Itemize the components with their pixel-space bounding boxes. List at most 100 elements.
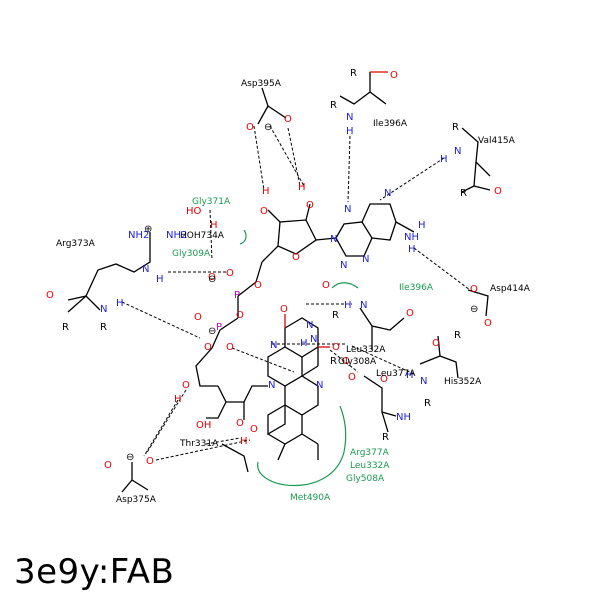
atom-n: N	[268, 380, 275, 391]
residue-met490: Met490A	[290, 493, 331, 503]
residue-arg377: Arg377A	[350, 448, 390, 458]
atom-o: O	[260, 206, 268, 217]
interaction-diagram: O O ⊖ O R R N H R N H O R H O H O O N N …	[46, 68, 531, 505]
atom-h: H	[298, 182, 306, 193]
atom-n: N	[270, 340, 277, 351]
atom-h: H	[406, 370, 414, 381]
atom-o: O	[390, 70, 398, 81]
atom-o: O	[484, 318, 492, 329]
atom-r: R	[330, 356, 337, 367]
residue-skeletons	[67, 71, 491, 493]
atom-n: N	[420, 376, 427, 387]
residue-gly371: Gly371A	[192, 197, 231, 207]
flavin-ring-system	[195, 314, 330, 461]
atom-h: H	[116, 298, 124, 309]
charge-minus-icon: ⊖	[208, 274, 216, 285]
residue-asp375: Asp375A	[116, 495, 157, 505]
atom-p: P	[234, 290, 240, 301]
atom-h: H	[156, 274, 164, 285]
charge-minus-icon: ⊖	[126, 452, 134, 463]
residue-leu377: Leu377A	[376, 369, 416, 379]
charge-minus-icon: ⊖	[470, 304, 478, 315]
atom-h: H	[210, 220, 218, 231]
atom-o: O	[284, 114, 292, 125]
atom-o: O	[332, 342, 340, 353]
residue-asp395: Asp395A	[241, 79, 282, 89]
atom-o: O	[254, 280, 262, 291]
atom-r: R	[424, 398, 431, 409]
atom-h: H	[262, 186, 270, 197]
atom-o: O	[204, 342, 212, 353]
atom-r: R	[454, 330, 461, 341]
atom-n: N	[360, 300, 367, 311]
residue-arg373: Arg373A	[56, 239, 96, 249]
atom-n: N	[340, 260, 347, 271]
atom-o: O	[348, 372, 356, 383]
atom-h: H	[346, 126, 354, 137]
atom-r: R	[330, 100, 337, 111]
atom-n: NH	[404, 232, 419, 243]
residue-hoh734: HOH734A	[180, 231, 225, 241]
atom-o: O	[432, 338, 440, 349]
atom-r: R	[100, 322, 107, 333]
atom-n: NH	[396, 412, 411, 423]
atom-n: N	[346, 112, 353, 123]
charge-minus-icon: ⊖	[208, 326, 216, 337]
residue-gly508: Gly508A	[346, 474, 385, 484]
residue-labels: Asp395A Ile396A Val415A HOH734A Arg373A …	[56, 79, 531, 505]
atom-oh: OH	[196, 420, 211, 431]
structure-title: 3e9y:FAB	[14, 552, 175, 592]
atom-o: O	[104, 460, 112, 471]
phosphate-groups	[211, 261, 263, 349]
atom-labels: O O ⊖ O R R N H R N H O R H O H O O N N …	[46, 68, 502, 471]
residue-gly309: Gly309A	[172, 249, 211, 259]
atom-o: O	[380, 374, 388, 385]
residue-his352: His352A	[444, 377, 482, 387]
atom-h: H	[174, 394, 182, 405]
atom-o: O	[146, 456, 154, 467]
atom-r: R	[62, 322, 69, 333]
atom-o: O	[322, 280, 330, 291]
atom-o: O	[46, 290, 54, 301]
atom-o: O	[306, 200, 314, 211]
atom-n: N	[454, 146, 461, 157]
hydrophobic-contacts	[239, 229, 359, 486]
atom-h: H	[418, 220, 426, 231]
atom-nh2: NH2	[128, 230, 149, 241]
atom-o: O	[342, 356, 350, 367]
atom-o: O	[406, 308, 414, 319]
atom-o: O	[182, 380, 190, 391]
atom-r: R	[460, 188, 467, 199]
atom-r: R	[350, 68, 357, 79]
atom-h: H	[300, 338, 308, 349]
atom-r: R	[382, 432, 389, 443]
atom-n: N	[310, 334, 317, 345]
residue-val415: Val415A	[478, 136, 516, 146]
atom-o: O	[236, 310, 244, 321]
atom-o: O	[292, 252, 300, 263]
atom-o: O	[280, 304, 288, 315]
ribose-adenine	[261, 203, 415, 263]
atom-o: O	[494, 186, 502, 197]
charge-plus-icon: ⊕	[144, 224, 152, 235]
hydrogen-bonds	[121, 125, 471, 461]
atom-n: N	[362, 254, 369, 265]
residue-ile396-hydrophobic: Ile396A	[399, 283, 434, 293]
atom-h-o: HO	[186, 206, 202, 217]
atom-o: O	[226, 342, 234, 353]
atom-o: O	[194, 312, 202, 323]
residue-gly308: Gly308A	[338, 357, 377, 367]
atom-p: P	[216, 322, 222, 333]
residue-thr331: Thr331A	[179, 439, 219, 449]
residue-ile396: Ile396A	[373, 119, 408, 129]
atom-n: N	[316, 380, 323, 391]
atom-o: O	[236, 418, 244, 429]
atom-h: H	[240, 436, 248, 447]
atom-n: N	[344, 204, 351, 215]
atom-n: N	[384, 188, 391, 199]
atom-o: O	[208, 272, 216, 283]
atom-o: O	[470, 284, 478, 295]
atom-n: N	[100, 304, 107, 315]
charge-minus-icon: ⊖	[264, 122, 272, 133]
atom-h: H	[408, 244, 416, 255]
